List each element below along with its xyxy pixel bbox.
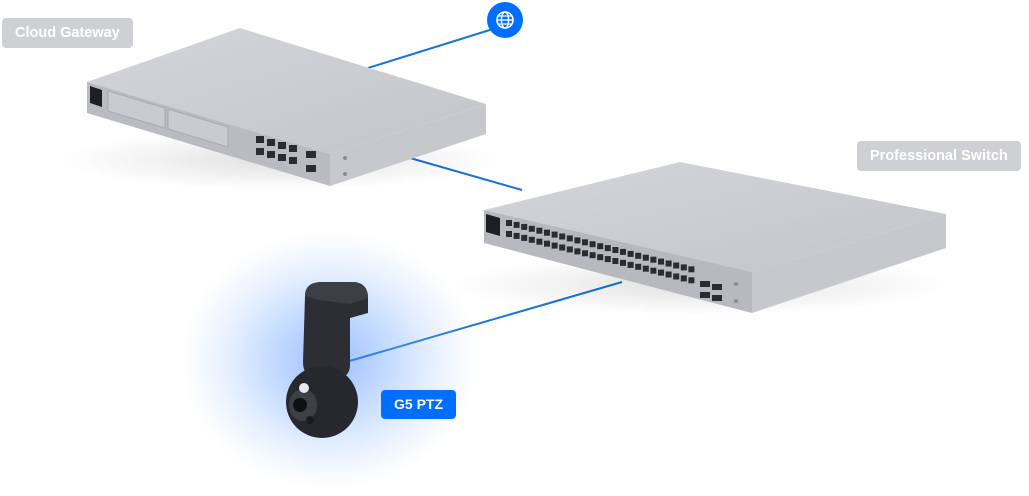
switch-port: [620, 248, 626, 255]
switch-port: [589, 241, 596, 248]
switch-port: [612, 258, 619, 264]
switch-port: [627, 261, 634, 268]
cloud-gateway-label: Cloud Gateway: [2, 18, 133, 48]
switch-port: [665, 260, 672, 267]
switch-port: [521, 234, 528, 241]
switch-port: [635, 263, 642, 270]
switch-port: [544, 240, 550, 247]
switch-port: [551, 242, 558, 249]
switch-port: [604, 256, 611, 263]
switch-port: [528, 225, 535, 232]
switch-port: [566, 246, 573, 253]
switch-port: [559, 244, 566, 251]
switch-port: [574, 248, 581, 255]
switch-port: [642, 254, 649, 261]
switch-port: [506, 220, 512, 226]
switch-port: [658, 258, 664, 265]
switch-port: [513, 221, 520, 228]
switch-port: [650, 267, 657, 274]
g5-ptz-camera: [286, 282, 368, 438]
switch-port: [688, 277, 695, 284]
switch-port: [566, 235, 573, 242]
switch-port: [544, 229, 550, 236]
internet-globe: [487, 2, 523, 38]
switch-port: [627, 250, 634, 257]
switch-port: [620, 259, 626, 266]
switch-port: [680, 264, 687, 271]
switch-port: [536, 238, 543, 245]
switch-port: [642, 265, 649, 272]
switch-port: [582, 250, 588, 257]
switch-port: [597, 254, 604, 261]
switch-port: [673, 262, 680, 269]
switch-port: [551, 231, 558, 238]
switch-port: [688, 266, 695, 273]
switch-port: [506, 231, 512, 237]
switch-port: [635, 252, 642, 259]
switch-port: [604, 245, 611, 252]
cloud-gateway-device: [60, 28, 500, 190]
switch-port: [521, 223, 528, 230]
switch-port: [559, 233, 566, 240]
switch-port: [528, 236, 535, 243]
globe-icon: [496, 11, 514, 29]
switch-port: [680, 275, 687, 282]
professional-switch-label: Professional Switch: [857, 141, 1021, 171]
switch-port: [658, 269, 664, 276]
professional-switch-device: [450, 162, 950, 315]
switch-port: [650, 256, 657, 263]
switch-port: [597, 243, 604, 250]
switch-port: [536, 227, 543, 234]
switch-port: [589, 252, 596, 259]
switch-port: [673, 273, 680, 280]
g5-ptz-label: G5 PTZ: [381, 390, 457, 419]
switch-port: [574, 237, 581, 244]
switch-port: [612, 247, 619, 253]
switch-port: [582, 239, 588, 246]
switch-port: [665, 271, 672, 278]
link-internet-gateway: [367, 28, 494, 69]
switch-port: [513, 232, 520, 239]
